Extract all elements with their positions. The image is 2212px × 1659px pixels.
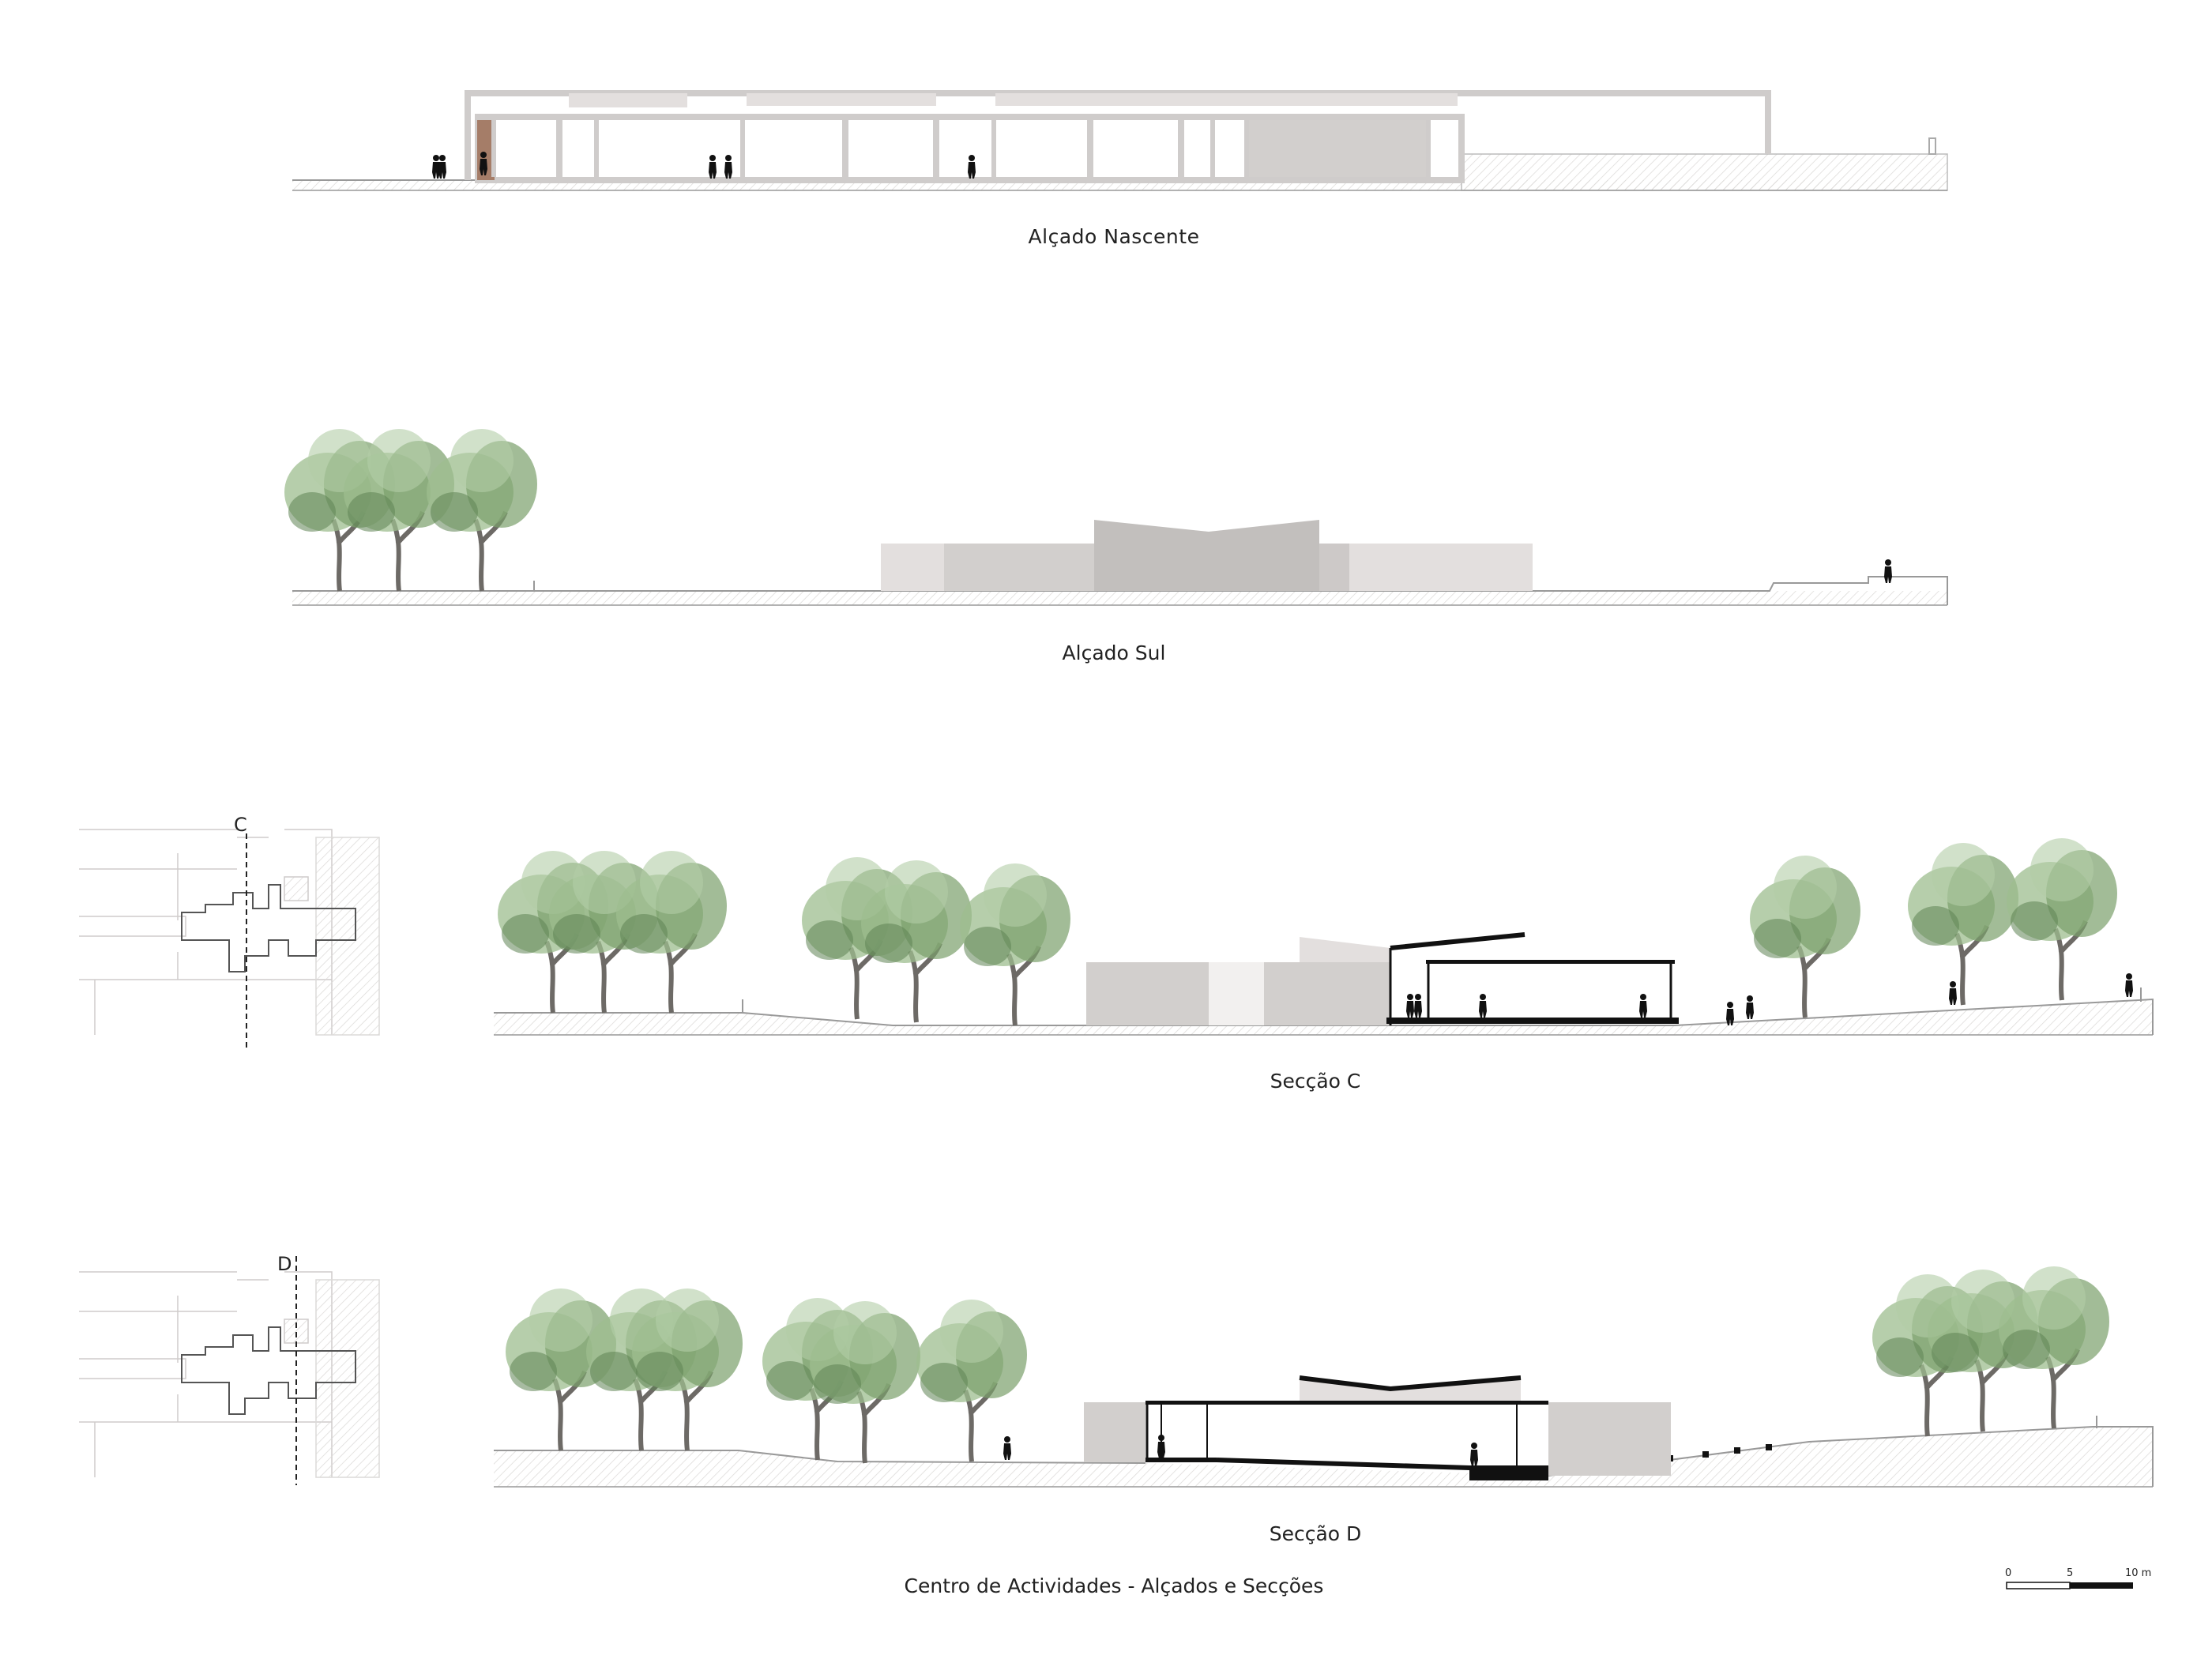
- key-plan-c: [79, 829, 380, 1036]
- scale-label-10: 10 m: [2125, 1567, 2151, 1579]
- scale-label-0: 0: [2005, 1567, 2011, 1579]
- scale-bar: 0 5 10 m: [2005, 1567, 2151, 1589]
- caption-section-c: Secção C: [1270, 1070, 1361, 1093]
- scale-label-5: 5: [2067, 1567, 2073, 1579]
- sheet-title: Centro de Actividades - Alçados e Secçõe…: [905, 1574, 1324, 1597]
- south-elevation: [284, 429, 1948, 606]
- east-elevation: [292, 90, 1948, 191]
- section-d: [494, 1266, 2154, 1488]
- caption-east-elevation: Alçado Nascente: [1029, 225, 1200, 248]
- key-plan-d: [79, 1271, 380, 1478]
- section-c: [494, 838, 2154, 1036]
- key-letter-c: C: [234, 814, 247, 836]
- caption-south-elevation: Alçado Sul: [1063, 641, 1166, 664]
- key-letter-d: D: [277, 1253, 292, 1275]
- caption-section-d: Secção D: [1270, 1522, 1362, 1545]
